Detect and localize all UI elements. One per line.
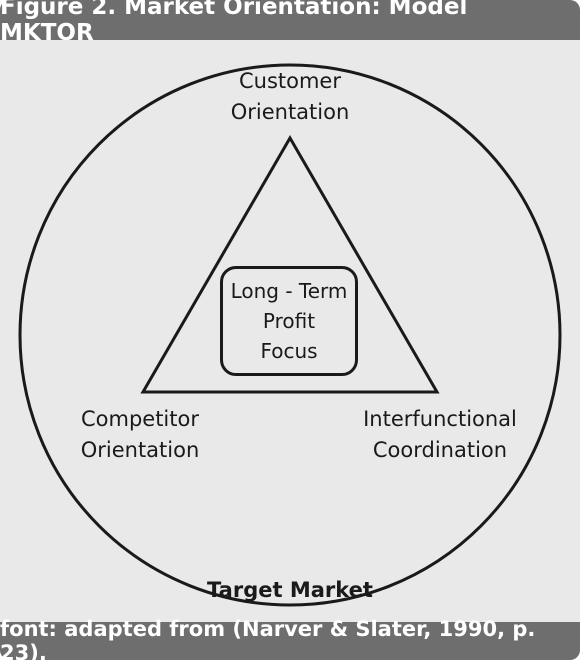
competitor-orientation-label: Competitor Orientation — [60, 404, 220, 466]
figure-title: Figure 2. Market Orientation: Model MKTO… — [0, 0, 580, 46]
interfunctional-coordination-line1: Interfunctional — [363, 407, 517, 431]
profit-focus-line1: Long - Term — [230, 279, 348, 303]
interfunctional-coordination-label: Interfunctional Coordination — [355, 404, 525, 466]
customer-orientation-line2: Orientation — [230, 100, 350, 124]
profit-focus-line3: Focus — [260, 339, 318, 363]
profit-focus-line2: Profit — [262, 309, 316, 333]
long-term-profit-focus-box: Long - Term Profit Focus — [220, 266, 358, 376]
orientation-triangle — [140, 135, 440, 394]
interfunctional-coordination-line2: Coordination — [372, 438, 508, 462]
figure-source-note: font: adapted from (Narver & Slater, 199… — [0, 617, 580, 665]
competitor-orientation-line2: Orientation — [80, 438, 200, 462]
target-market-label: Target Market — [207, 578, 373, 602]
customer-orientation-label: Customer Orientation — [190, 66, 390, 128]
target-market-circle — [18, 63, 562, 607]
customer-orientation-line1: Customer — [238, 69, 341, 93]
competitor-orientation-line1: Competitor — [80, 407, 199, 431]
